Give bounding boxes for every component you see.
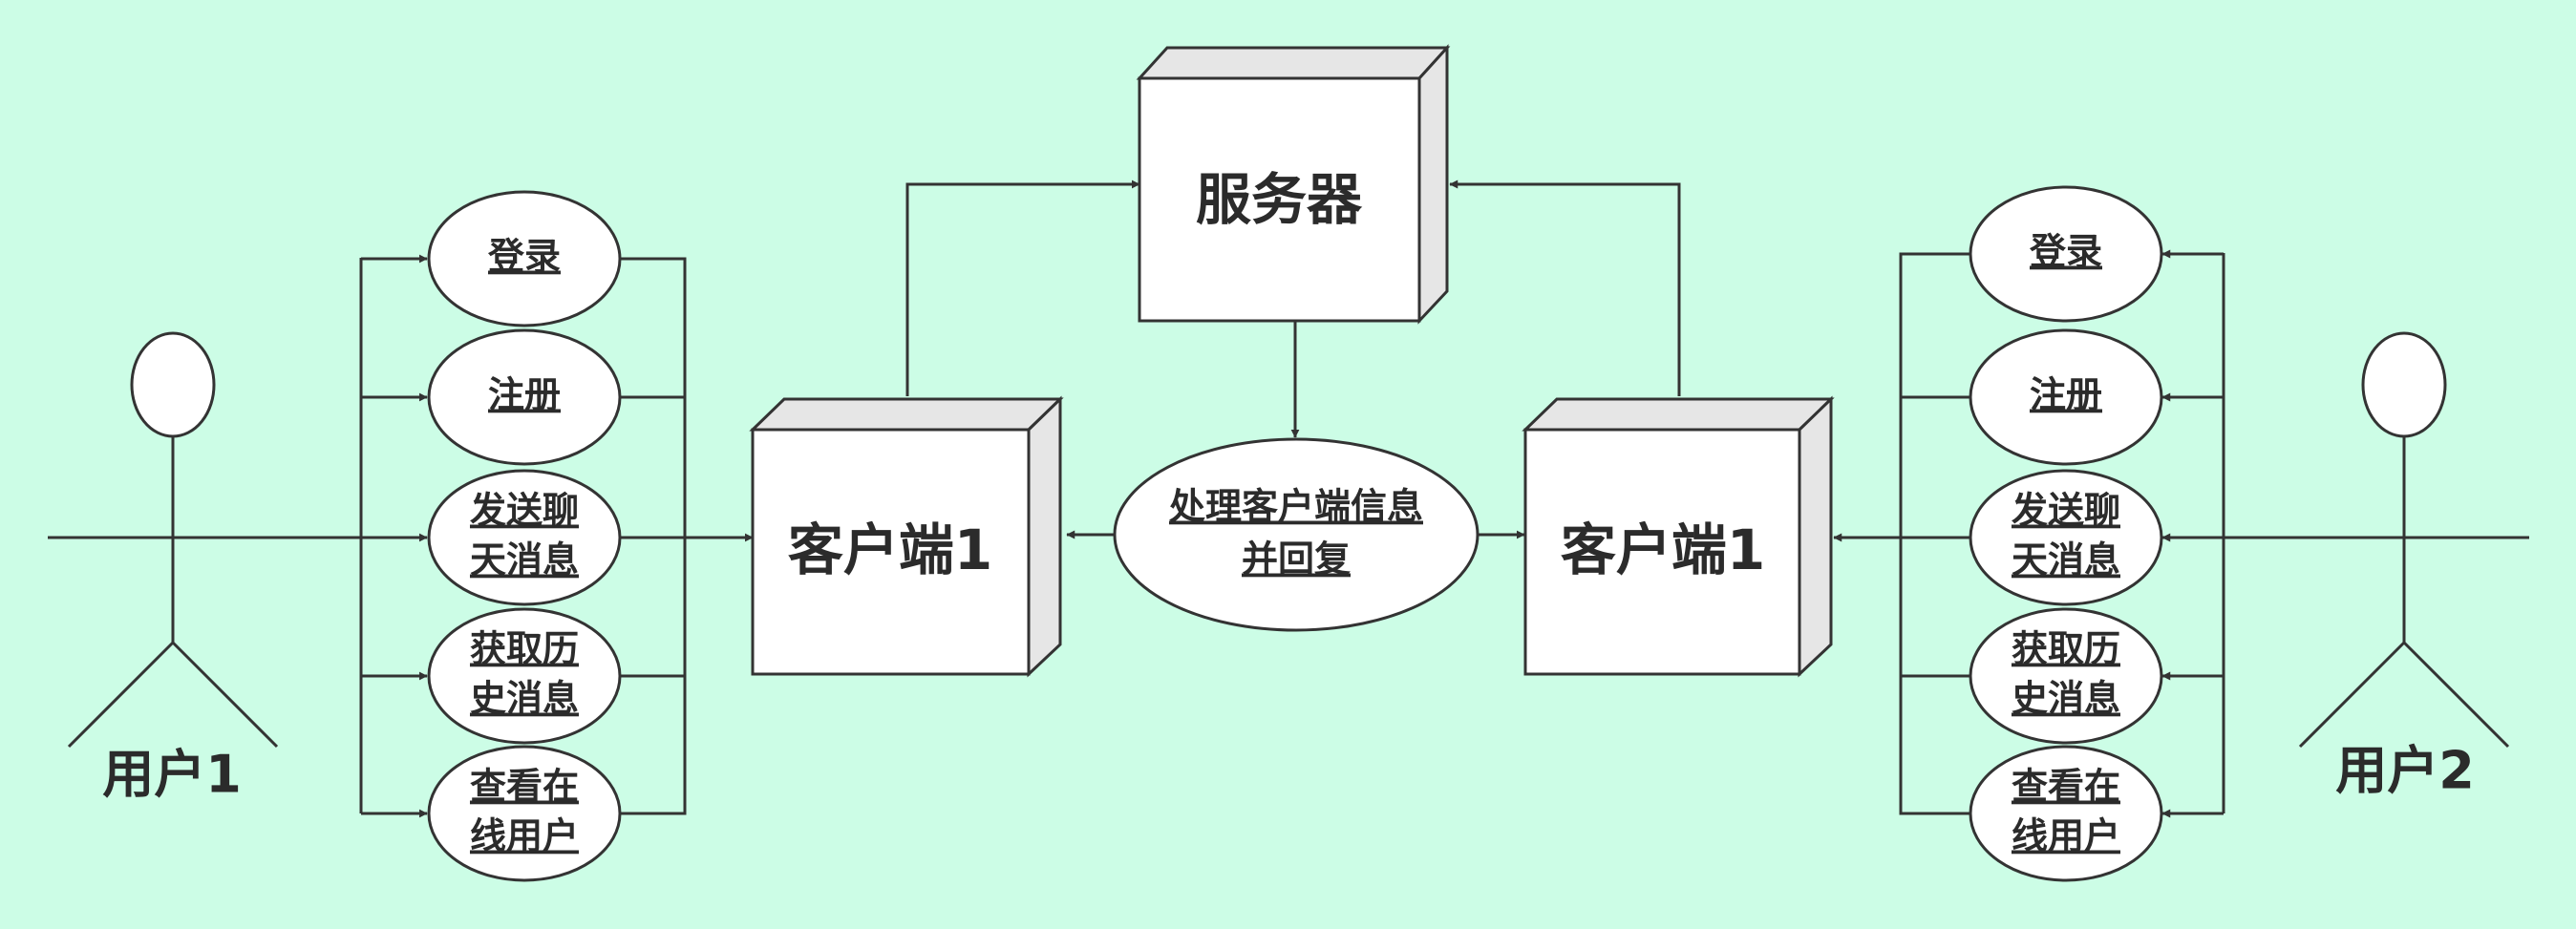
use-case-label: 天消息	[470, 539, 579, 581]
use-case-oval	[1969, 745, 2163, 882]
actor-right: 用户2	[2298, 331, 2510, 801]
actor-left-label: 用户1	[102, 745, 242, 805]
connector-client-left-to-server	[905, 179, 1140, 396]
use-case-oval	[427, 469, 622, 606]
connector-right-ovals-bus	[1899, 252, 1970, 815]
use-case-label: 获取历	[470, 628, 579, 670]
use-case-label: 史消息	[470, 678, 579, 720]
use-case-oval	[427, 745, 622, 882]
use-case-label: 登录	[2029, 231, 2102, 273]
actor-right-label: 用户2	[2335, 741, 2475, 801]
use-case-oval	[427, 328, 622, 466]
connector-left-ovals-bus	[621, 257, 753, 815]
process-node: 处理客户端信息 并回复	[1113, 437, 1480, 632]
use-case-right-register: 注册	[1969, 328, 2163, 466]
use-case-label: 线用户	[470, 815, 579, 857]
use-case-label: 查看在	[2012, 766, 2120, 808]
server-label: 服务器	[1196, 167, 1363, 232]
use-case-label: 获取历	[2012, 628, 2120, 670]
use-case-label: 史消息	[2012, 678, 2120, 720]
use-case-label: 发送聊	[470, 490, 579, 532]
actor-left-body	[67, 436, 279, 749]
client-left-node: 客户端1	[749, 395, 1064, 678]
actor-left-head	[130, 331, 216, 438]
use-case-oval	[1969, 328, 2163, 466]
actor-left: 用户1	[67, 331, 279, 805]
actor-right-head	[2361, 331, 2447, 438]
actor-right-body	[2298, 436, 2510, 749]
use-case-oval	[1969, 185, 2163, 323]
use-case-label: 天消息	[2012, 539, 2120, 581]
use-case-left-register: 注册	[427, 328, 622, 466]
use-case-label: 发送聊	[2012, 490, 2120, 532]
process-label-line1: 处理客户端信息	[1169, 486, 1423, 528]
server-node: 服务器	[1136, 44, 1451, 325]
use-case-oval	[427, 607, 622, 745]
client-left-label: 客户端1	[788, 517, 992, 582]
use-case-right-login: 登录	[1969, 185, 2163, 323]
client-right-node: 客户端1	[1522, 395, 1835, 678]
use-case-label: 注册	[2030, 374, 2102, 416]
connector-client-right-to-server	[1449, 179, 1681, 396]
use-case-label: 注册	[488, 374, 561, 416]
process-label-line2: 并回复	[1242, 538, 1351, 581]
use-case-oval	[1969, 607, 2163, 745]
use-case-label: 登录	[487, 236, 561, 278]
use-case-left-login: 登录	[427, 190, 622, 327]
use-case-oval	[427, 190, 622, 327]
use-case-oval	[1969, 469, 2163, 606]
use-case-label: 查看在	[470, 766, 579, 808]
use-case-label: 线用户	[2012, 815, 2120, 857]
client-right-label: 客户端1	[1561, 517, 1765, 582]
